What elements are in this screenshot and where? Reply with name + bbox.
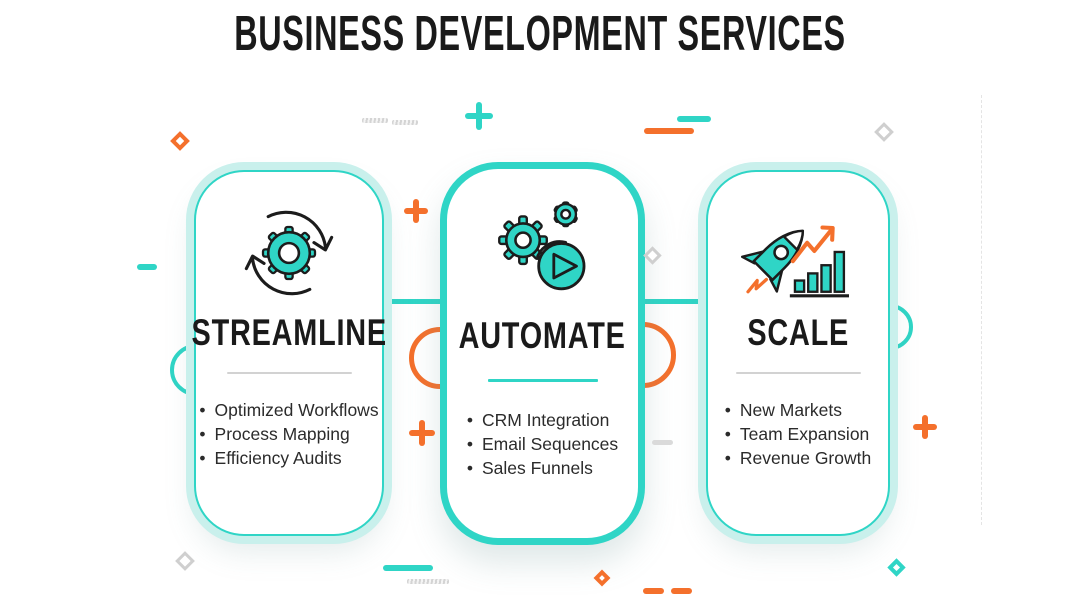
connector-line-right [640, 299, 706, 304]
dash-shape [383, 565, 433, 571]
diamond-icon [170, 131, 190, 151]
list-item: Sales Funnels [467, 456, 618, 480]
diamond-icon [874, 122, 894, 142]
process-cycle-icon [237, 202, 341, 304]
diamond-icon [593, 569, 611, 587]
dash-shape [652, 440, 673, 445]
card-automate: AUTOMATE CRM Integration Email Sequences… [440, 162, 645, 545]
hatched-dash-shape [362, 118, 388, 123]
list-item: Revenue Growth [725, 446, 871, 470]
dash-shape [677, 116, 711, 122]
card-heading: AUTOMATE [458, 315, 627, 356]
automation-gears-play-icon [482, 195, 604, 307]
dash-shape [671, 588, 692, 594]
card-scale: SCALE New Markets Team Expansion Revenue… [706, 170, 890, 536]
list-item: Team Expansion [725, 422, 871, 446]
dotted-vertical-line [981, 95, 982, 525]
dash-shape [644, 128, 694, 134]
page-title: BUSINESS DEVELOPMENT SERVICES [234, 7, 846, 61]
card-streamline: STREAMLINE Optimized Workflows Process M… [191, 170, 387, 536]
list-item: Email Sequences [467, 432, 618, 456]
hatched-dash-shape [392, 120, 418, 125]
card-divider [487, 379, 598, 382]
list-item: CRM Integration [467, 408, 618, 432]
diamond-icon [643, 246, 662, 265]
diamond-icon [175, 551, 195, 571]
diamond-icon [887, 558, 906, 577]
plus-icon [913, 415, 937, 439]
rocket-growth-chart-icon [740, 202, 856, 304]
list-item: Efficiency Audits [199, 446, 378, 470]
card-divider [226, 372, 352, 374]
dash-shape [137, 264, 157, 270]
plus-icon [409, 420, 435, 446]
list-item: Process Mapping [199, 422, 378, 446]
card-heading: STREAMLINE [191, 312, 387, 353]
dash-shape [643, 588, 664, 594]
hatched-dash-shape [407, 579, 449, 584]
plus-icon [404, 199, 428, 223]
connector-line-left [380, 299, 446, 304]
card-divider [735, 372, 861, 374]
list-item: New Markets [725, 398, 871, 422]
list-item: Optimized Workflows [199, 398, 379, 422]
card-heading: SCALE [747, 312, 849, 353]
card-feature-list: CRM Integration Email Sequences Sales Fu… [467, 408, 618, 480]
plus-icon [465, 102, 493, 130]
card-feature-list: New Markets Team Expansion Revenue Growt… [725, 398, 871, 470]
card-feature-list: Optimized Workflows Process Mapping Effi… [199, 398, 379, 470]
